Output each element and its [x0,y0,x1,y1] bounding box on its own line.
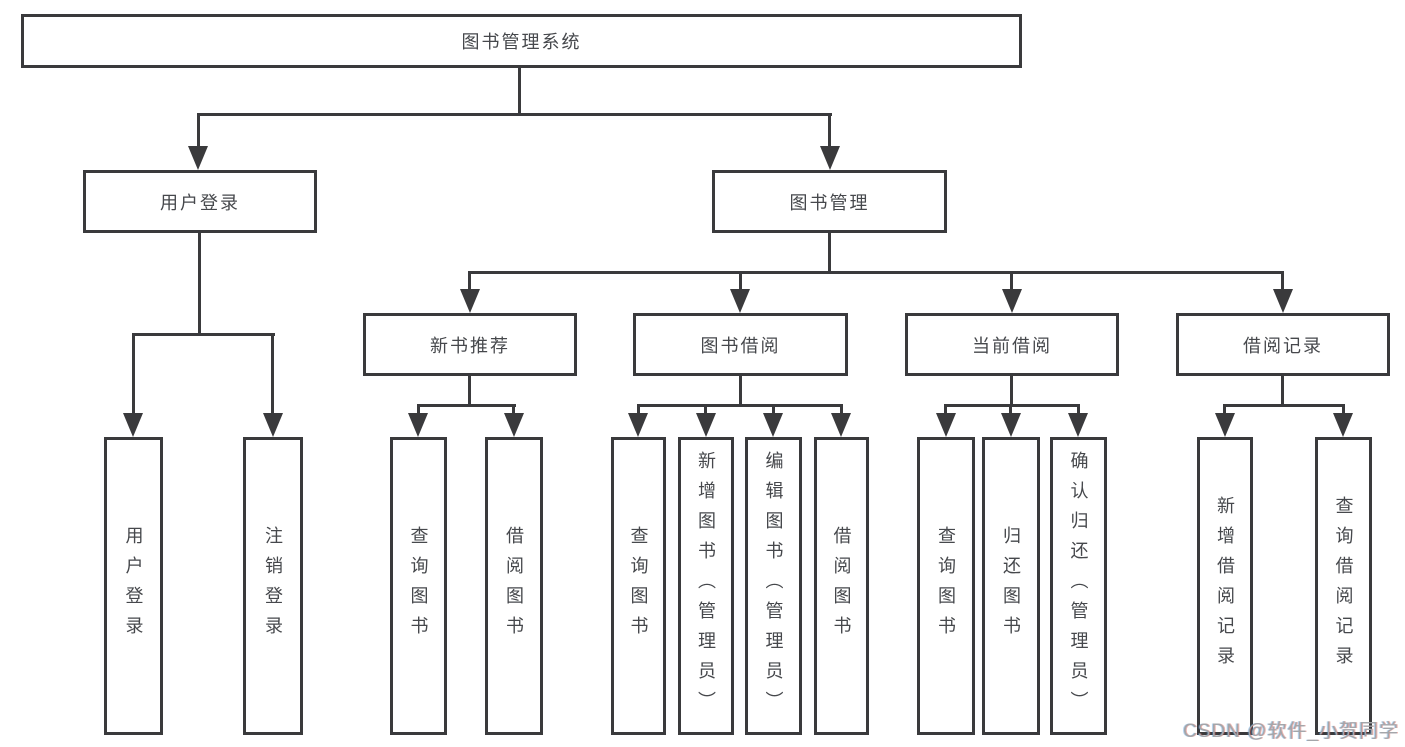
connector-g1-stub [468,374,471,407]
connector-level3-branch [468,271,1284,274]
node-book-borrowing: 图书借阅 [633,313,848,376]
node-return-books: 归还图书 [982,437,1040,735]
node-query-books-borrow: 查询图书 [611,437,666,735]
leaf-label: 编辑图书（管理员） [763,451,784,721]
leaf-label: 借阅图书 [504,526,524,646]
node-query-books-current: 查询图书 [917,437,975,735]
connector-root-branch [197,113,832,116]
connector-root-stub [518,68,521,116]
connector-g4-branch [1223,404,1345,407]
connector-g1-branch [417,404,516,407]
connector-g2-stub [739,374,742,407]
node-confirm-return-admin: 确认归还（管理员） [1050,437,1107,735]
arrow-to-login-leaf [123,413,143,437]
arrow-g2-leaf1 [628,413,648,437]
connector-book-borrow-shaft [739,271,742,292]
arrow-to-book-mgmt [820,146,840,170]
leaf-label: 确认归还（管理员） [1068,451,1089,721]
leaf-label: 查询图书 [408,526,429,646]
arrow-g2-leaf2 [696,413,716,437]
connector-leaf-logout-shaft [271,333,274,417]
node-book-management: 图书管理 [712,170,947,233]
arrow-g2-leaf4 [831,413,851,437]
leaf-label: 查询图书 [936,526,956,646]
node-add-borrow-record: 新增借阅记录 [1197,437,1253,735]
connector-new-books-shaft [468,271,471,292]
connector-g4-leaf2-shaft [1342,404,1345,417]
arrow-to-new-books [460,289,480,313]
node-borrowing-records: 借阅记录 [1176,313,1390,376]
node-edit-books-admin: 编辑图书（管理员） [745,437,802,735]
arrow-g3-leaf3 [1068,413,1088,437]
arrow-g4-leaf1 [1215,413,1235,437]
node-new-book-recommend: 新书推荐 [363,313,577,376]
connector-g1-leaf2-shaft [512,404,515,417]
csdn-watermark: CSDN @软件_小贺同学 [1183,721,1399,742]
connector-user-login-shaft [197,113,200,150]
node-add-books-admin: 新增图书（管理员） [678,437,734,735]
leaf-label: 新增图书（管理员） [696,451,716,721]
connector-g2-leaf4-shaft [840,404,843,417]
node-logout-leaf: 注销登录 [243,437,303,735]
arrow-to-book-borrow [730,289,750,313]
arrow-to-borrow-records [1273,289,1293,313]
connector-g3-stub [1010,374,1013,407]
leaf-label: 注销登录 [263,526,283,646]
connector-current-borrow-shaft [1010,271,1013,292]
connector-user-login-branch [132,333,275,336]
connector-g2-branch [637,404,843,407]
arrow-to-user-login [188,146,208,170]
node-borrow-books: 借阅图书 [814,437,869,735]
connector-g2-leaf3-shaft [772,404,775,417]
connector-leaf-login-shaft [132,333,135,417]
leaf-label: 借阅图书 [831,526,852,646]
connector-g3-leaf3-shaft [1077,404,1080,417]
connector-g1-leaf1-shaft [417,404,420,417]
node-query-borrow-record: 查询借阅记录 [1315,437,1372,735]
node-user-login: 用户登录 [83,170,317,233]
arrow-to-logout-leaf [263,413,283,437]
leaf-label: 新增借阅记录 [1215,496,1235,676]
node-user-login-leaf: 用户登录 [104,437,163,735]
connector-g4-leaf1-shaft [1223,404,1226,417]
node-query-books-recommend: 查询图书 [390,437,447,735]
arrow-g3-leaf2 [1001,413,1021,437]
connector-g3-leaf2-shaft [1009,404,1012,417]
connector-g4-stub [1281,374,1284,407]
connector-book-mgmt-stub [828,233,831,274]
arrow-to-current-borrow [1002,289,1022,313]
connector-g3-leaf1-shaft [944,404,947,417]
arrow-g3-leaf1 [936,413,956,437]
leaf-label: 用户登录 [123,526,144,646]
arrow-g1-leaf1 [408,413,428,437]
connector-g2-leaf1-shaft [637,404,640,417]
connector-borrow-records-shaft [1281,271,1284,292]
node-current-borrowing: 当前借阅 [905,313,1119,376]
leaf-label: 归还图书 [1001,526,1021,646]
arrow-g4-leaf2 [1333,413,1353,437]
connector-g3-branch [944,404,1080,407]
leaf-label: 查询图书 [628,526,649,646]
leaf-label: 查询借阅记录 [1333,496,1354,676]
node-library-management-system: 图书管理系统 [21,14,1022,68]
connector-user-login-stub [198,233,201,336]
arrow-g1-leaf2 [504,413,524,437]
connector-g2-leaf2-shaft [704,404,707,417]
node-borrow-books-recommend: 借阅图书 [485,437,543,735]
connector-book-mgmt-shaft [828,113,831,150]
arrow-g2-leaf3 [763,413,783,437]
